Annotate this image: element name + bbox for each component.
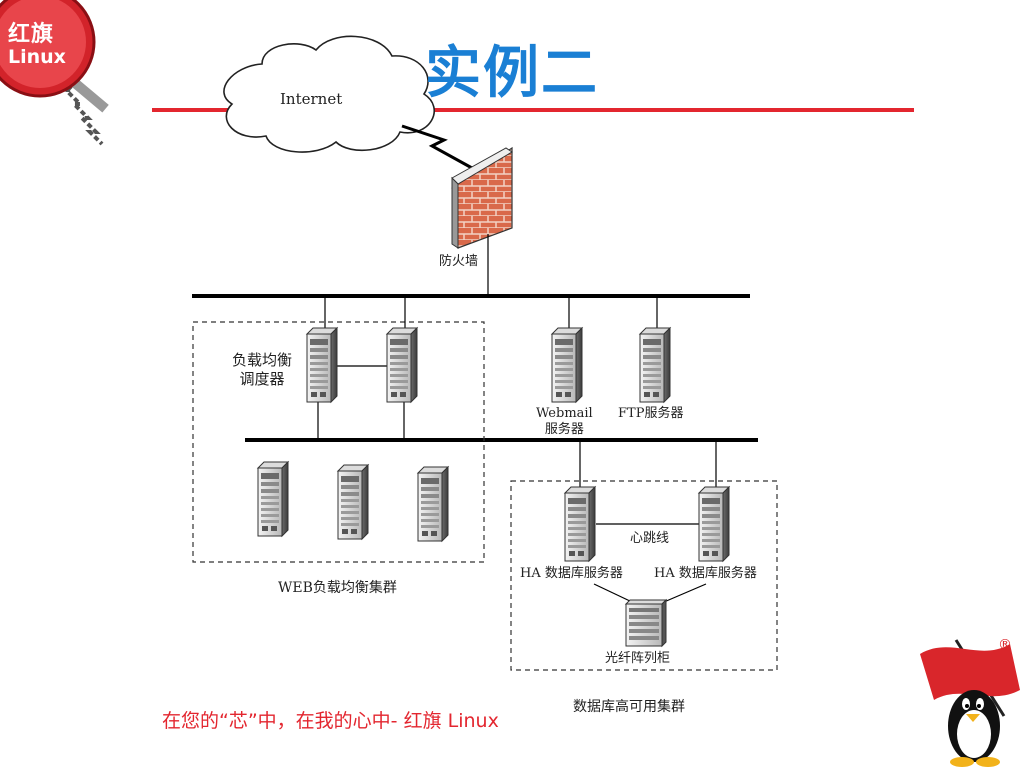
web-cluster-box (192, 321, 485, 563)
internet-firewall-link (401, 124, 473, 170)
web-server-3 (417, 466, 449, 542)
load-balancer-label-line1: 负载均衡 (232, 351, 293, 369)
ha-db-right-label: HA 数据库服务器 (654, 566, 757, 581)
web-server-2 (337, 464, 369, 540)
internet-label: Internet (280, 90, 343, 108)
slogan-text: 在您的“芯”中，在我的心中- 红旗 Linux (162, 710, 499, 732)
load-balancer-label-line2: 调度器 (239, 370, 285, 388)
ftp-server (639, 327, 671, 403)
registered-mark: ® (998, 637, 1012, 653)
heartbeat-label: 心跳线 (630, 531, 670, 546)
ftp-label: FTP服务器 (618, 406, 684, 421)
load-balancer-label: 负载均衡 调度器 (232, 351, 292, 389)
load-balancer-server-1 (306, 327, 338, 403)
internet-cloud (223, 35, 435, 153)
storage-label: 光纤阵列柜 (605, 651, 671, 666)
ha-db-server-left (564, 486, 596, 562)
fiber-storage-array (624, 598, 668, 648)
slide-title: 实例二 (425, 41, 599, 106)
webmail-server (551, 327, 583, 403)
penguin-mascot (920, 639, 1020, 767)
web-server-1 (257, 461, 289, 537)
ha-db-left-label: HA 数据库服务器 (520, 566, 623, 581)
ha-db-server-right (698, 486, 730, 562)
firewall-label: 防火墙 (439, 254, 479, 269)
db-cluster-label: 数据库高可用集群 (573, 699, 685, 715)
load-balancer-server-2 (386, 327, 418, 403)
webmail-label-line2: 服务器 (544, 422, 584, 437)
redflag-linux-logo (0, 0, 109, 146)
firewall-icon (451, 146, 513, 249)
webmail-label: Webmail 服务器 (536, 406, 593, 438)
logo-text-linux: Linux (8, 46, 66, 68)
db-cluster-box (510, 480, 778, 671)
webmail-label-line1: Webmail (536, 406, 593, 421)
web-cluster-label: WEB负载均衡集群 (278, 580, 397, 596)
logo-text-chinese: 红旗 (8, 22, 55, 47)
